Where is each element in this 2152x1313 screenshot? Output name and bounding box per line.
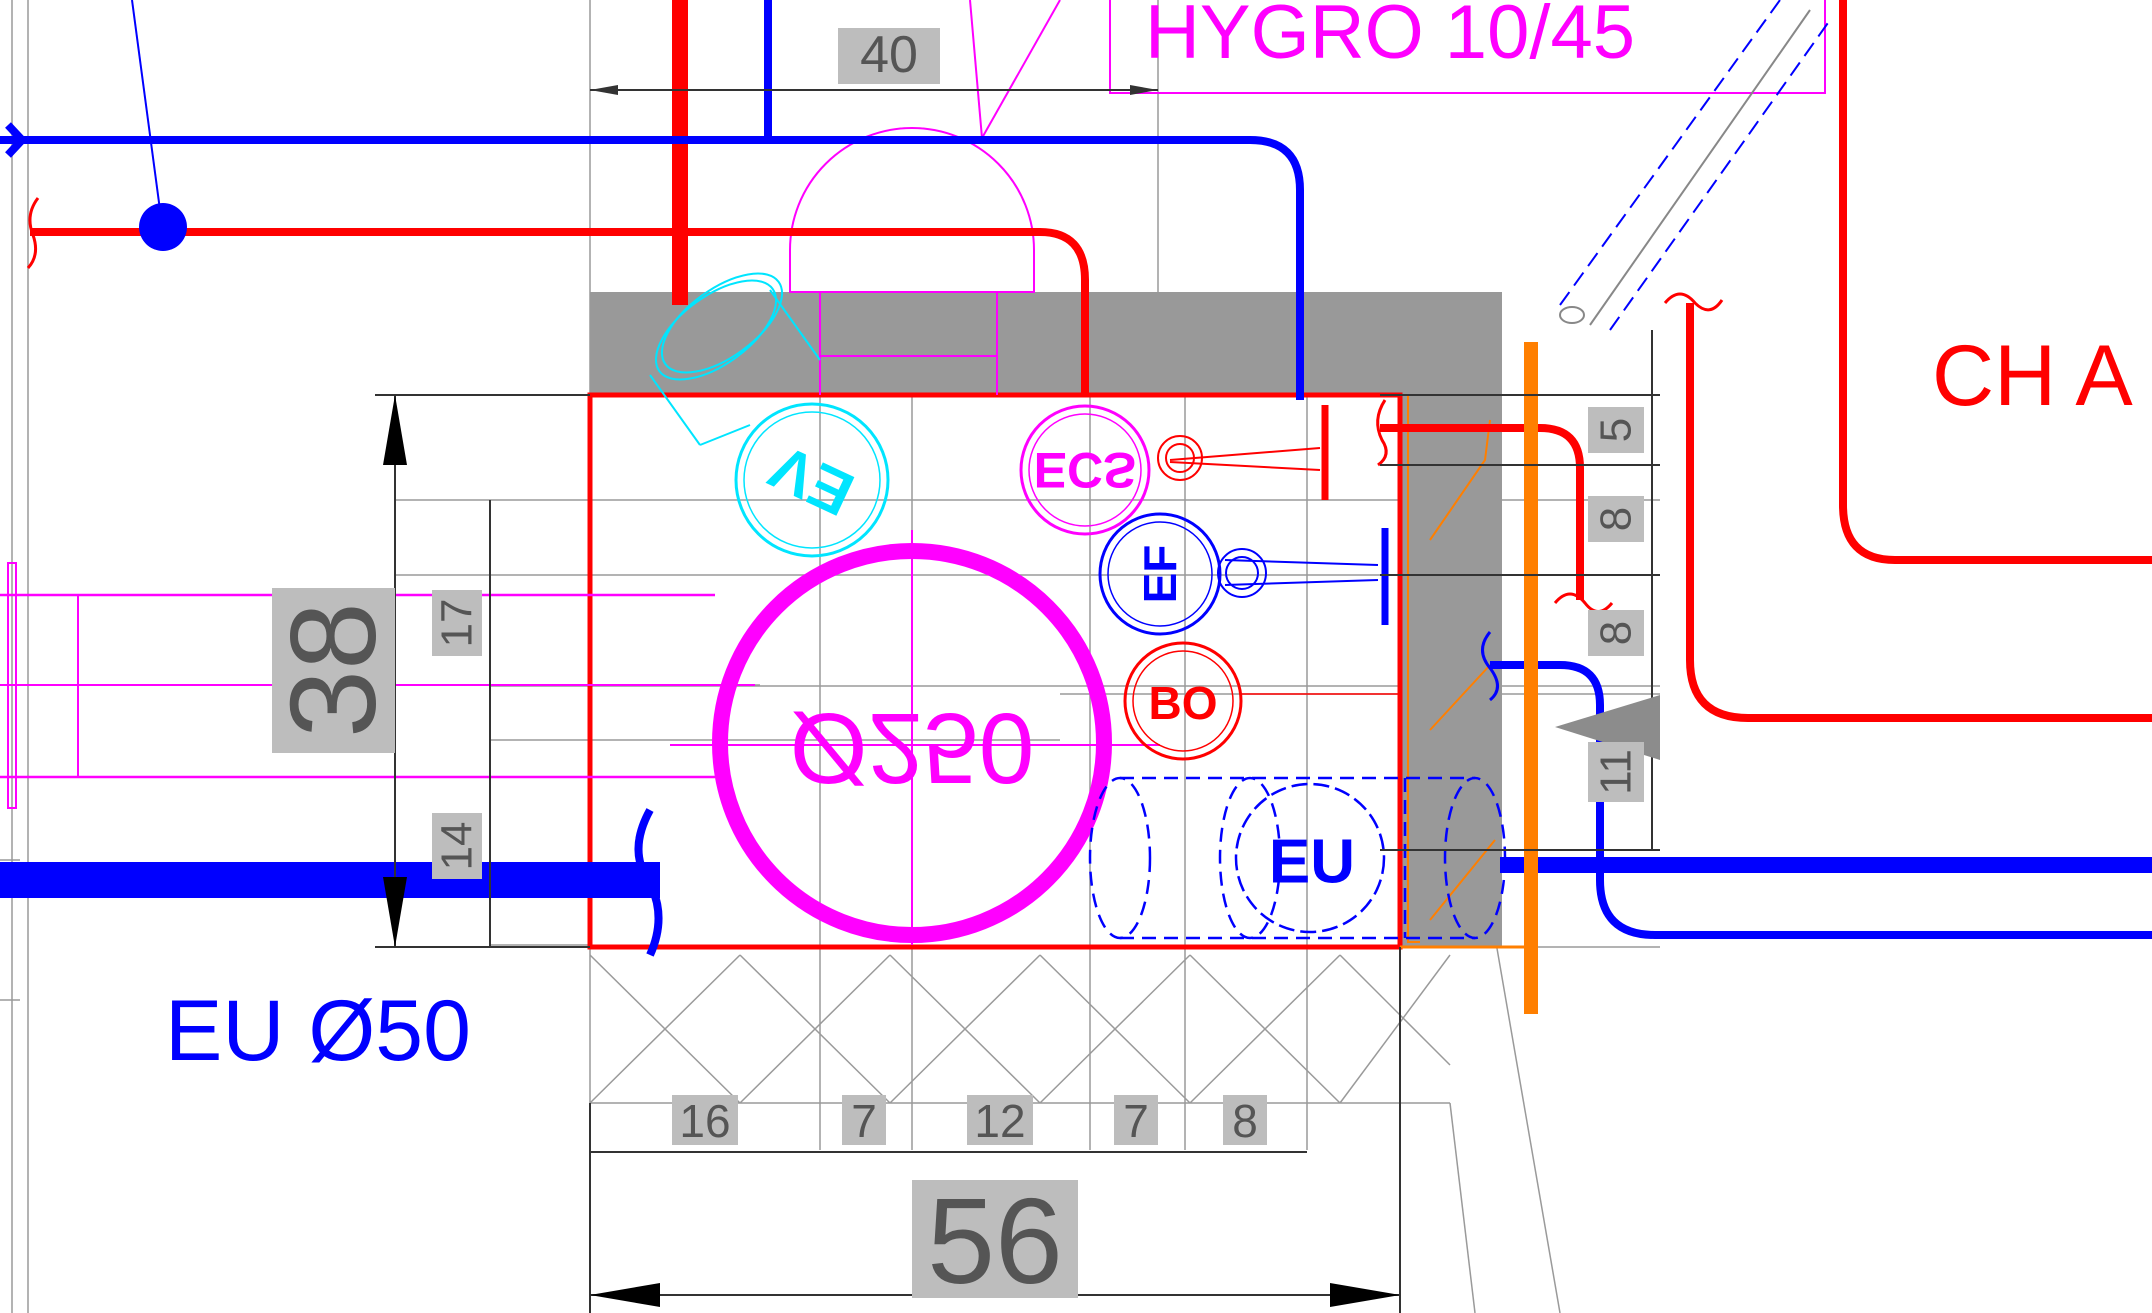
pipe-label: EU Ø50: [165, 983, 471, 1079]
dim-5-text: 5: [1592, 418, 1641, 442]
break-symbol-wall: [1376, 399, 1388, 467]
eu-label: EU: [1269, 828, 1355, 897]
ef-marker-inner: [1107, 521, 1213, 627]
bo-marker-circle: [1123, 641, 1243, 761]
wall-right: [1400, 395, 1502, 947]
dim-8a: 8: [1588, 496, 1644, 542]
arrow-40-right: [1130, 85, 1158, 95]
dim-8c-text: 8: [1232, 1095, 1258, 1147]
frame-inner-line: [1407, 395, 1420, 943]
cold-water-network: [0, 0, 2152, 939]
room-label: CH A: [1932, 328, 2133, 424]
ef-valve-inner: [1225, 556, 1259, 590]
dim-11-text: 11: [1592, 749, 1641, 795]
break-symbol-left: [26, 197, 40, 270]
ev-marker-circle: [734, 402, 890, 558]
ecs-label: ECS: [1034, 442, 1137, 498]
dim-38: 38: [265, 588, 401, 753]
dim-7a: 7: [842, 1095, 886, 1147]
dim-40-text: 40: [860, 26, 918, 84]
bo-marker-inner: [1132, 650, 1234, 752]
cold-pipe-arrow-left: [5, 122, 28, 158]
break-symbol-blue-right: [1481, 631, 1499, 702]
arrow-38-bottom: [383, 877, 407, 947]
ef-valve: [1217, 548, 1267, 598]
junction-dot: [139, 203, 187, 251]
break-symbol-down: [1553, 592, 1614, 613]
diameter-label: Ø250: [790, 692, 1035, 804]
ev-marker-inner: [743, 411, 881, 549]
ef-label: EF: [1134, 545, 1186, 604]
dim-56: 56: [912, 1173, 1078, 1309]
hot-water-network: [30, 0, 2152, 722]
eu-marker-circle: [1234, 782, 1386, 934]
frame-hatch-1: [1429, 419, 1491, 541]
duct-diameter-circle: [712, 543, 1112, 943]
frame-hatch-2: [1429, 664, 1491, 731]
dim-16: 16: [672, 1095, 738, 1147]
dim-14: 14: [432, 813, 482, 879]
dim-5: 5: [1588, 407, 1644, 453]
wall-top: [590, 292, 1502, 395]
dim-17: 17: [432, 590, 482, 656]
ef-marker-circle: [1098, 512, 1222, 636]
dim-7b: 7: [1114, 1095, 1158, 1147]
dim-12-text: 12: [974, 1095, 1025, 1147]
dim-8a-text: 8: [1592, 507, 1641, 531]
dim-12: 12: [967, 1095, 1033, 1147]
ecs-valve: [1157, 435, 1203, 481]
frame-post: [1524, 342, 1538, 1014]
arrow-38-top: [383, 395, 407, 465]
dim-8b: 8: [1588, 610, 1644, 656]
dim-40: 40: [838, 26, 940, 84]
break-symbol-top: [1663, 292, 1724, 312]
arrow-56-right: [1330, 1283, 1400, 1307]
ecs-marker-inner: [1028, 413, 1142, 527]
ev-duct: [649, 272, 821, 446]
title-frame: [1109, 0, 1826, 94]
dim-56-text: 56: [927, 1173, 1063, 1309]
eu-drain-pipe: [1088, 776, 1507, 940]
dim-16-text: 16: [679, 1095, 730, 1147]
diagonal-duct-end: [1559, 306, 1585, 324]
ecs-marker-circle: [1019, 404, 1151, 536]
ecs-valve-inner: [1165, 443, 1195, 473]
arrow-40-left: [590, 85, 618, 95]
dim-17-text: 17: [433, 599, 482, 648]
dim-7b-text: 7: [1123, 1095, 1149, 1147]
arrow-56-left: [590, 1283, 660, 1307]
dim-14-text: 14: [433, 822, 482, 871]
ev-label: EV: [760, 431, 864, 528]
dim-11: 11: [1588, 742, 1644, 802]
bo-label: BO: [1149, 677, 1218, 729]
diagonal-duct: [1559, 0, 1831, 331]
dim-7a-text: 7: [851, 1095, 877, 1147]
diagonal-duct-axis: [1589, 9, 1811, 326]
break-symbol-blue-left: [634, 808, 663, 957]
dim-8b-text: 8: [1592, 621, 1641, 645]
hygro-title: HYGRO 10/45: [1145, 0, 1635, 75]
technical-box: [587, 392, 1403, 950]
frame-hatch-3: [1429, 839, 1496, 921]
dim-8c: 8: [1223, 1095, 1267, 1147]
dim-38-text: 38: [265, 602, 401, 738]
